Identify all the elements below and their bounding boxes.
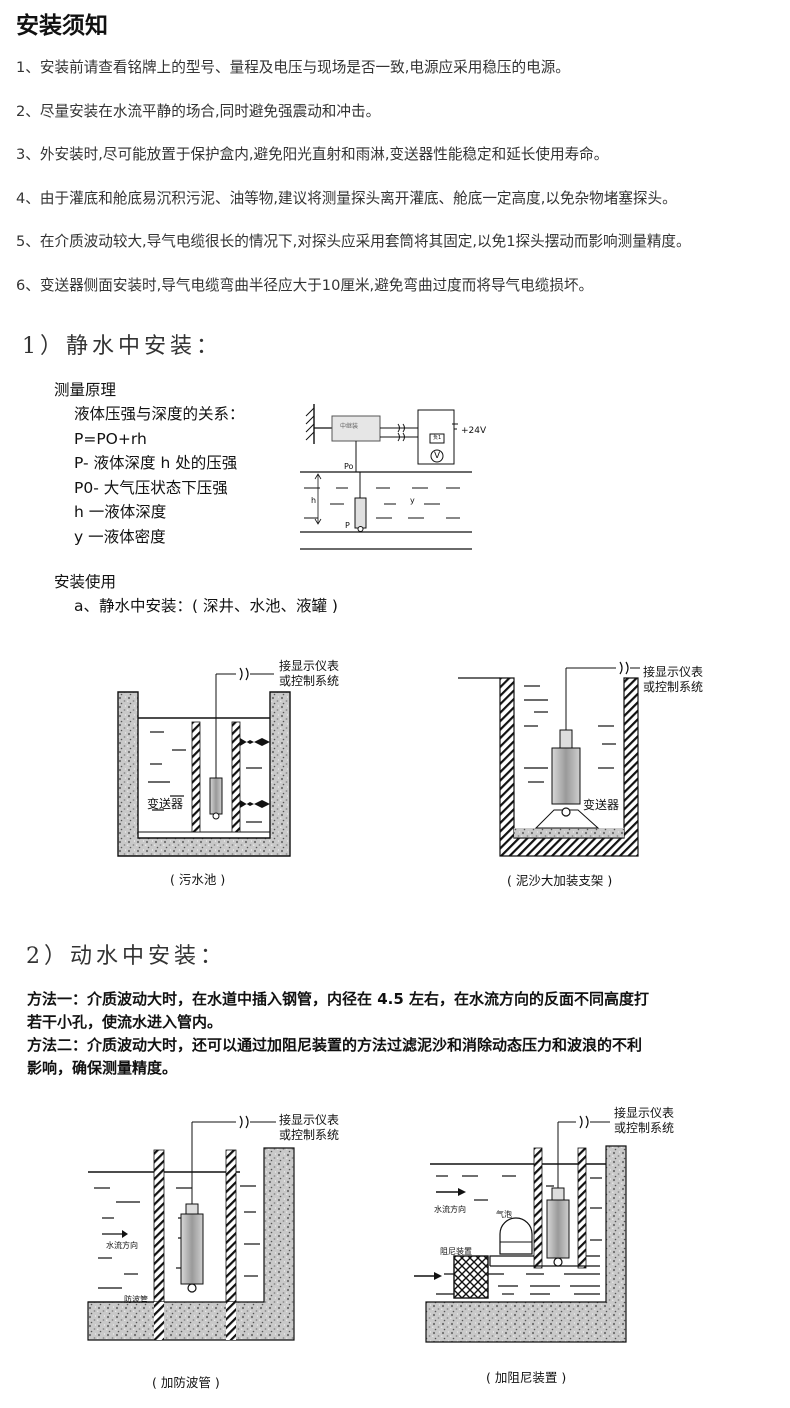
- note-item: 1、安装前请查看铭牌上的型号、量程及电压与现场是否一致,电源应采用稳压的电源。: [16, 59, 570, 76]
- diagram-c-label: 接显示仪表 或控制系统: [279, 1113, 340, 1142]
- principle-line: P0- 大气压状态下压强: [74, 478, 228, 497]
- principle-title: 测量原理: [54, 381, 117, 399]
- diagram-c-flow-label: 水流方向: [106, 1241, 138, 1250]
- schematic-box-label: 中继装: [340, 423, 359, 430]
- diagram-c-pipe-label: 防波管: [124, 1295, 148, 1304]
- principle-line: P=PO+rh: [74, 429, 147, 448]
- schematic-voltage: +24V: [461, 426, 487, 436]
- note-item: 3、外安装时,尽可能放置于保护盒内,避免阳光直射和雨淋,变送器性能稳定和延长使用…: [16, 146, 609, 163]
- principle-line: P- 液体深度 h 处的压强: [74, 454, 238, 472]
- static-install-heading: 1）静水中安装：: [22, 334, 222, 359]
- diagram-b-caption: ( 泥沙大加装支架 ): [507, 873, 613, 888]
- measurement-schematic: [300, 404, 472, 550]
- diagram-d-bubble-label: 气泡: [496, 1210, 512, 1219]
- method-two-line-1: 方法二：介质波动大时，还可以通过加阻尼装置的方法过滤泥沙和消除动态压力和波浪的不…: [27, 1036, 643, 1054]
- principle-line: h 一液体深度: [74, 503, 167, 521]
- schematic-po: Po: [344, 462, 354, 471]
- diagram-sewage-pool: [117, 667, 291, 857]
- schematic-y: y: [410, 496, 415, 505]
- dynamic-install-heading: 2）动水中安装：: [26, 944, 226, 969]
- diagram-d-flow-label: 水流方向: [434, 1205, 466, 1214]
- diagram-a-label: 接显示仪表 或控制系统: [279, 659, 340, 688]
- diagram-b-sensor-label: 变送器: [583, 798, 620, 812]
- method-one-line-2: 若干小孔，使流水进入管内。: [27, 1013, 223, 1031]
- methods-paragraph: 方法一：介质波动大时，在水道中插入钢管，内径在 4.5 左右，在水流方向的反面不…: [27, 988, 767, 1080]
- schematic-unit: 负1: [433, 435, 442, 441]
- schematic-h: h: [311, 496, 317, 505]
- note-item: 5、在介质波动较大,导气电缆很长的情况下,对探头应采用套筒将其固定,以免1探头摆…: [16, 233, 691, 250]
- principle-line: y 一液体密度: [74, 527, 166, 546]
- principle-line: 液体压强与深度的关系：: [74, 405, 245, 423]
- diagram-d-damper-label: 阻尼装置: [440, 1247, 472, 1256]
- diagram-wave-pipe: [87, 1115, 295, 1341]
- install-notes-list: 1、安装前请查看铭牌上的型号、量程及电压与现场是否一致,电源应采用稳压的电源。 …: [16, 58, 786, 319]
- schematic-meter: V: [434, 451, 441, 461]
- note-item: 4、由于灌底和舱底易沉积污泥、油等物,建议将测量探头离开灌底、舱底一定高度,以免…: [16, 189, 677, 207]
- diagram-sediment-bracket: [458, 661, 640, 857]
- diagram-d-label: 接显示仪表 或控制系统: [614, 1106, 675, 1135]
- principle-lines: 液体压强与深度的关系： P=PO+rh P- 液体深度 h 处的压强 P0- 大…: [74, 402, 245, 549]
- diagram-d-caption: ( 加阻尼装置 ): [486, 1370, 567, 1385]
- page-title: 安装须知: [16, 13, 108, 39]
- diagram-b-label: 接显示仪表 或控制系统: [643, 665, 704, 694]
- usage-title: 安装使用: [54, 573, 117, 591]
- note-item: 2、尽量安装在水流平静的场合,同时避免强震动和冲击。: [16, 102, 381, 120]
- diagram-damper: [414, 1115, 627, 1343]
- usage-subtitle: a、静水中安装：( 深井、水池、液罐 ): [74, 597, 338, 615]
- method-one-line-1: 方法一：介质波动大时，在水道中插入钢管，内径在 4.5 左右，在水流方向的反面不…: [27, 990, 650, 1008]
- diagram-a-caption: ( 污水池 ): [170, 872, 226, 887]
- diagram-c-caption: ( 加防波管 ): [152, 1375, 220, 1390]
- diagram-a-sensor-label: 变送器: [147, 797, 184, 811]
- schematic-p: P: [345, 521, 350, 530]
- note-item: 6、变送器侧面安装时,导气电缆弯曲半径应大于10厘米,避免弯曲过度而将导气电缆损…: [16, 276, 594, 294]
- method-two-line-2: 影响，确保测量精度。: [27, 1059, 178, 1077]
